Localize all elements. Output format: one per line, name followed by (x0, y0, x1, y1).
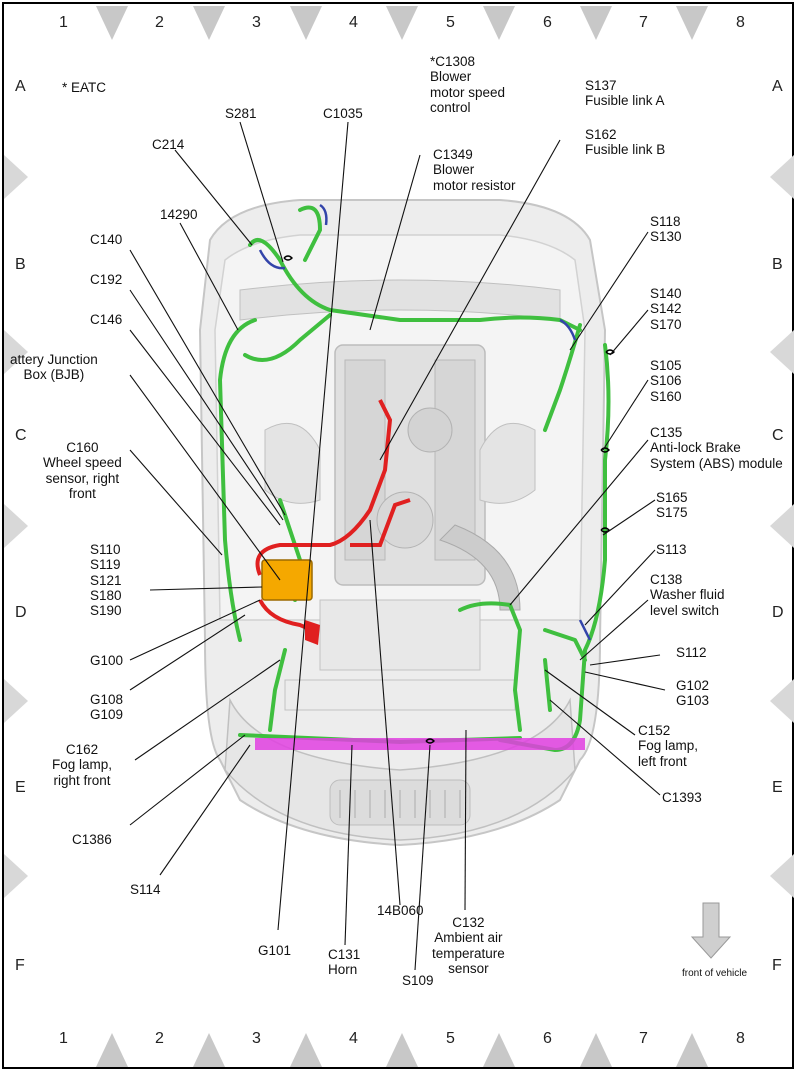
label-s162: S162 Fusible link B (585, 127, 666, 158)
grid-row-left-A: A (15, 78, 26, 95)
grid-column-bottom-7: 7 (639, 1030, 648, 1047)
front-of-vehicle-label: front of vehicle (682, 968, 748, 979)
label-14290: 14290 (160, 207, 198, 222)
grid-marker-top (386, 6, 418, 40)
grid-marker-bottom (386, 1033, 418, 1067)
label-c1393: C1393 (662, 790, 702, 805)
eatc-note: * EATC (62, 80, 107, 95)
label-c138: C138 Washer fluid level switch (650, 572, 725, 618)
grid-marker-bottom (193, 1033, 225, 1067)
grid-row-left-E: E (15, 779, 26, 796)
grid-marker-right (770, 854, 794, 898)
leader-lines (129, 121, 666, 971)
grid-column-bottom-8: 8 (736, 1030, 745, 1047)
grid-marker-bottom (96, 1033, 128, 1067)
grid-marker-bottom (580, 1033, 612, 1067)
grid-marker-top (580, 6, 612, 40)
grid-row-right-A: A (772, 78, 783, 95)
grid-marker-top (483, 6, 515, 40)
grid-marker-bottom (483, 1033, 515, 1067)
grid-marker-top (676, 6, 708, 40)
grid-marker-right (770, 330, 794, 374)
grid-column-bottom-4: 4 (349, 1030, 358, 1047)
grid-column-top-3: 3 (252, 14, 261, 31)
grid-column-bottom-1: 1 (59, 1030, 68, 1047)
label-s105-group: S105 S106 S160 (650, 358, 682, 404)
grid-marker-left (4, 854, 28, 898)
battery-junction-box-shape (261, 559, 313, 601)
blue-wires (258, 203, 592, 641)
grid-column-top-6: 6 (543, 14, 552, 31)
grid-marker-top (193, 6, 225, 40)
front-of-vehicle-arrow-icon (690, 902, 732, 959)
label-s137: S137 Fusible link A (585, 78, 665, 109)
grid-row-left-F: F (15, 957, 25, 974)
label-c131: C131 Horn (328, 947, 361, 978)
label-c192: C192 (90, 272, 123, 287)
grid-column-top-1: 1 (59, 14, 68, 31)
label-c132: C132 Ambient air temperature sensor (432, 915, 505, 976)
label-s281: S281 (225, 106, 257, 121)
grid-row-right-E: E (772, 779, 783, 796)
label-c162: C162 Fog lamp, right front (52, 742, 113, 788)
grid-row-right-D: D (772, 604, 784, 621)
grid-marker-left (4, 504, 28, 548)
grid-column-top-5: 5 (446, 14, 455, 31)
label-c1035: C1035 (323, 106, 363, 121)
label-14b060: 14B060 (377, 903, 424, 918)
grid-marker-right (770, 679, 794, 723)
grid-row-left-C: C (15, 427, 27, 444)
label-s118-s130: S118 S130 (650, 214, 682, 245)
battery-cable-terminal (305, 620, 320, 645)
grid-marker-bottom (290, 1033, 322, 1067)
label-g101: G101 (258, 943, 292, 958)
label-s113: S113 (656, 542, 687, 557)
grid-row-right-F: F (772, 957, 782, 974)
label-c146: C146 (90, 312, 123, 327)
grid-marker-top (290, 6, 322, 40)
grid-column-bottom-6: 6 (543, 1030, 552, 1047)
label-s114: S114 (130, 882, 161, 897)
grid-marker-bottom (676, 1033, 708, 1067)
label-g102-g103: G102 G103 (676, 678, 710, 709)
label-c1386: C1386 (72, 832, 112, 847)
grid-row-right-C: C (772, 427, 784, 444)
label-s110-group: S110 S119 S121 S180 S190 (90, 542, 122, 618)
grid-column-top-4: 4 (349, 14, 358, 31)
label-g108-g109: G108 G109 (90, 692, 124, 723)
label-c1349: C1349 Blower motor resistor (433, 147, 516, 193)
grid-column-top-7: 7 (639, 14, 648, 31)
grid-column-bottom-3: 3 (252, 1030, 261, 1047)
grid-row-left-D: D (15, 604, 27, 621)
front-bumper-harness (255, 738, 585, 750)
grid-marker-left (4, 330, 28, 374)
battery-cable (255, 399, 411, 632)
grid-marker-left (4, 679, 28, 723)
label-c214: C214 (152, 137, 185, 152)
label-c1308: *C1308 Blower motor speed control (430, 54, 506, 115)
grid-column-top-2: 2 (155, 14, 164, 31)
grid-marker-right (770, 155, 794, 199)
label-c152: C152 Fog lamp, left front (638, 723, 699, 769)
grid-column-bottom-2: 2 (155, 1030, 164, 1047)
label-g100: G100 (90, 653, 124, 668)
label-c135: C135 Anti-lock Brake System (ABS) module (650, 425, 783, 471)
label-s112: S112 (676, 645, 707, 660)
grid-marker-left (4, 155, 28, 199)
label-s140-group: S140 S142 S170 (650, 286, 682, 332)
grid-marker-right (770, 504, 794, 548)
grid-row-left-B: B (15, 256, 26, 273)
grid-marker-top (96, 6, 128, 40)
label-s109: S109 (402, 973, 434, 988)
label-s165-s175: S165 S175 (656, 490, 688, 521)
grid-column-bottom-5: 5 (446, 1030, 455, 1047)
label-c160: C160 Wheel speed sensor, right front (43, 440, 122, 501)
label-battery-junction-box: attery Junction Box (BJB) (10, 352, 98, 383)
label-c140: C140 (90, 232, 123, 247)
grid-column-top-8: 8 (736, 14, 745, 31)
grid-row-right-B: B (772, 256, 783, 273)
